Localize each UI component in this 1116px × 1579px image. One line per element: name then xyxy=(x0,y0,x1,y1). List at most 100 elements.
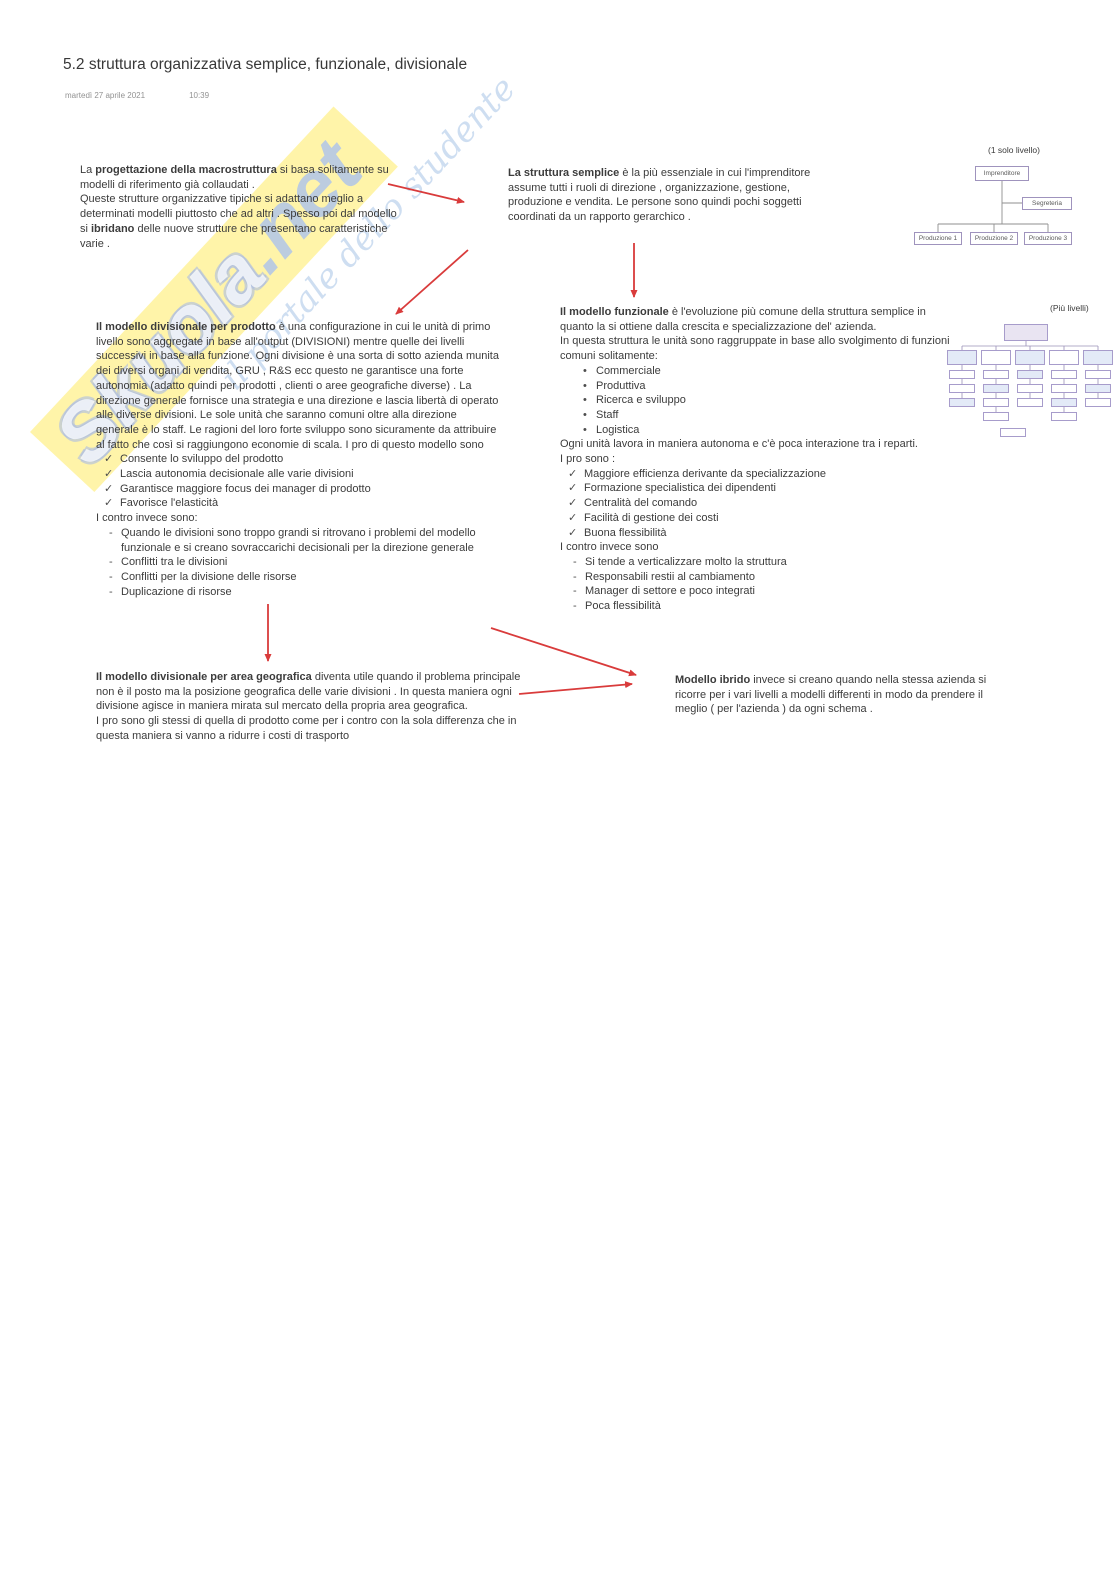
page-meta: martedì 27 aprile 2021 10:39 xyxy=(65,91,209,100)
text-run: delle nuove strutture che presentano car… xyxy=(80,222,388,250)
list-item: ✓Centralità del comando xyxy=(568,496,952,511)
dash-icon: - xyxy=(109,585,113,598)
org-chart-connectors xyxy=(937,181,1049,232)
list-item-text: Poca flessibilità xyxy=(585,600,661,613)
check-icon: ✓ xyxy=(568,482,578,495)
note-block-modello-ibrido[interactable]: Modello ibrido invece si creano quando n… xyxy=(675,673,987,717)
list-item-text: Formazione specialistica dei dipendenti xyxy=(584,482,776,495)
paragraph: Il modello divisionale per prodotto è un… xyxy=(96,320,500,452)
org-box-child: Produzione 3 xyxy=(1024,232,1072,245)
list-item: -Quando le divisioni sono troppo grandi … xyxy=(109,526,500,555)
text-run: si basa solitamente su modelli di riferi… xyxy=(80,164,389,191)
page-title[interactable]: 5.2 struttura organizzativa semplice, fu… xyxy=(63,56,468,73)
dash-icon: - xyxy=(109,556,113,569)
list-item: ✓ Formazione specialistica dei dipendenti xyxy=(568,481,952,496)
arrow-connector[interactable] xyxy=(518,681,633,695)
org-box-sub xyxy=(949,384,975,393)
bullet-icon: • xyxy=(583,379,587,392)
time-stamp: 10:39 xyxy=(189,91,210,100)
org-chart-multi[interactable]: (Più livelli) xyxy=(940,300,1116,460)
list-item-text: Maggiore efficienza derivante da special… xyxy=(584,467,826,480)
org-box-sub xyxy=(983,412,1009,421)
paragraph: La progettazione della macrostruttura si… xyxy=(80,163,404,192)
list-item: -Si tende a verticalizzare molto la stru… xyxy=(573,555,952,570)
org-box-sub xyxy=(1085,384,1111,393)
list-item: • Logistica xyxy=(582,423,952,438)
dash-icon: - xyxy=(573,600,577,613)
list-item: •Produttiva xyxy=(582,379,952,394)
org-box-unit xyxy=(947,350,977,365)
paragraph: Il modello divisionale per area geografi… xyxy=(96,670,526,714)
note-block-divisionale-geografica[interactable]: Il modello divisionale per area geografi… xyxy=(96,670,526,744)
text-run: è l'evoluzione più comune della struttur… xyxy=(560,306,926,333)
org-box-unit xyxy=(981,350,1011,365)
list-item-text: Lascia autonomia decisionale alle varie … xyxy=(120,468,354,481)
text-run-bold: Il modello divisionale per area geografi… xyxy=(96,671,312,683)
arrow-connector[interactable] xyxy=(395,249,469,315)
paragraph: Modello ibrido invece si creano quando n… xyxy=(675,673,987,717)
list-item-text: Conflitti tra le divisioni xyxy=(121,556,228,569)
list-item-text: Logistica xyxy=(596,423,640,436)
org-chart-simple[interactable]: (1 solo livello) Imprenditore Segreteria… xyxy=(905,140,1110,258)
org-box-sub xyxy=(1051,412,1077,421)
text-run: La xyxy=(80,164,96,176)
bullet-icon: • xyxy=(583,408,587,421)
note-block-struttura-semplice[interactable]: La struttura semplice è la più essenzial… xyxy=(508,166,836,225)
list-item-text: Manager di settore e poco integrati xyxy=(585,585,755,598)
list-item: ✓Favorisce l'elasticità xyxy=(104,496,500,511)
list-item: -Duplicazione di risorse xyxy=(109,585,500,600)
paragraph: I pro sono gli stessi di quella di prodo… xyxy=(96,715,517,742)
org-box-staff: Segreteria xyxy=(1022,197,1072,210)
list-item-text: Quando le divisioni sono troppo grandi s… xyxy=(121,526,476,554)
dash-icon: - xyxy=(573,570,577,583)
org-box-child: Produzione 2 xyxy=(970,232,1018,245)
text-run: Queste strutture organizzative tipiche s… xyxy=(80,193,397,235)
list-item-text: Centralità del comando xyxy=(584,497,698,510)
org-box-root xyxy=(1004,324,1048,341)
org-box-sub xyxy=(949,398,975,407)
list-item-text: Buona flessibilità xyxy=(584,526,667,539)
org-box-sub xyxy=(1051,370,1077,379)
list-item-text: Garantisce maggiore focus dei manager di… xyxy=(120,482,371,495)
list-item-text: Si tende a verticalizzare molto la strut… xyxy=(585,555,787,568)
dash-icon: - xyxy=(109,526,113,539)
list-item-text: Facilità di gestione dei costi xyxy=(584,511,719,524)
org-box-unit xyxy=(1049,350,1079,365)
text-run: è una configurazione in cui le unità di … xyxy=(96,321,499,451)
list-item-text: Responsabili restii al cambiamento xyxy=(585,570,755,583)
pros-label: I pro sono : xyxy=(560,453,616,466)
check-icon: ✓ xyxy=(568,467,578,480)
text-run-bold: Il modello divisionale per prodotto xyxy=(96,321,276,333)
bullet-icon: • xyxy=(583,423,587,436)
list-item: ✓ Buona flessibilità xyxy=(568,526,952,541)
list-item-text: Staff xyxy=(596,408,619,421)
list-item: ✓ Maggiore efficienza derivante da specia… xyxy=(568,467,952,482)
date-stamp: martedì 27 aprile 2021 xyxy=(65,91,146,100)
list-item-text: Favorisce l'elasticità xyxy=(120,497,219,510)
arrow-connector[interactable] xyxy=(490,627,637,677)
note-block-modello-funzionale[interactable]: Il modello funzionale è l'evoluzione più… xyxy=(560,305,952,614)
list-item-text: Commerciale xyxy=(596,364,661,377)
list-item: -Responsabili restii al cambiamento xyxy=(573,570,952,585)
org-box-unit xyxy=(1015,350,1045,365)
list-item: ✓Lascia autonomia decisionale alle varie… xyxy=(104,467,500,482)
list-item: -Conflitti per la divisione delle risors… xyxy=(109,570,500,585)
text-run-bold: ibridano xyxy=(91,222,135,235)
list-item: •Ricerca e sviluppo xyxy=(582,393,952,408)
list-item-text: Duplicazione di risorse xyxy=(121,585,232,598)
note-block-progettazione[interactable]: La progettazione della macrostruttura si… xyxy=(80,163,404,251)
org-box-child: Produzione 1 xyxy=(914,232,962,245)
org-box-sub xyxy=(1000,428,1026,437)
list-item: ✓Facilità di gestione dei costi xyxy=(568,511,952,526)
list-item-text: Conflitti per la divisione delle risorse xyxy=(121,570,297,583)
org-box-sub xyxy=(1017,370,1043,379)
org-box-sub xyxy=(983,384,1009,393)
org-box-sub xyxy=(1051,398,1077,407)
org-box-sub xyxy=(1085,370,1111,379)
note-block-divisionale-prodotto[interactable]: Il modello divisionale per prodotto è un… xyxy=(96,320,500,599)
check-icon: ✓ xyxy=(568,526,578,539)
paragraph: In questa struttura le unità sono raggru… xyxy=(560,335,950,363)
org-box-unit xyxy=(1083,350,1113,365)
org-chart-connectors xyxy=(961,341,1099,412)
